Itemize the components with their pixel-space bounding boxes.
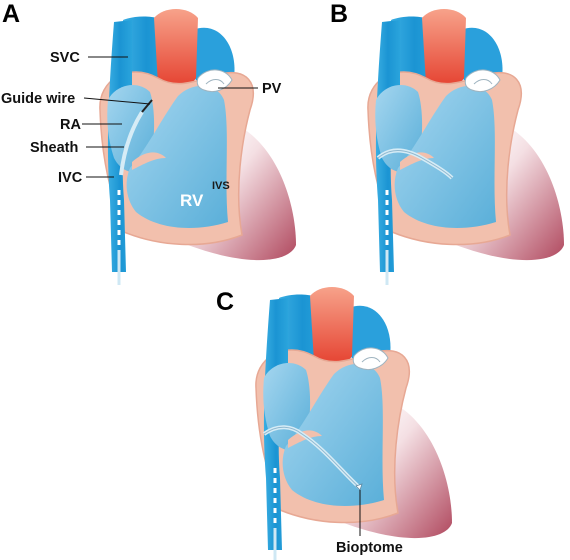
label-rv: RV (180, 191, 204, 210)
label-svc: SVC (50, 50, 80, 66)
label-ivs: IVS (212, 180, 230, 192)
panel-letter-a: A (2, 0, 20, 28)
guide-wire-a (141, 99, 153, 113)
label-pv: PV (262, 81, 282, 97)
leader-guide-wire (83, 97, 151, 105)
label-sheath: Sheath (30, 140, 78, 156)
panel-letter-b: B (330, 0, 348, 28)
label-ra: RA (60, 117, 81, 133)
label-bioptome: Bioptome (336, 540, 403, 556)
panel-a (98, 7, 298, 285)
panel-c (254, 285, 454, 560)
label-guide-wire: Guide wire (1, 91, 75, 107)
label-ivc: IVC (58, 170, 83, 186)
sheath-a (119, 110, 144, 176)
panel-letter-c: C (216, 288, 234, 316)
panel-b (366, 7, 566, 285)
